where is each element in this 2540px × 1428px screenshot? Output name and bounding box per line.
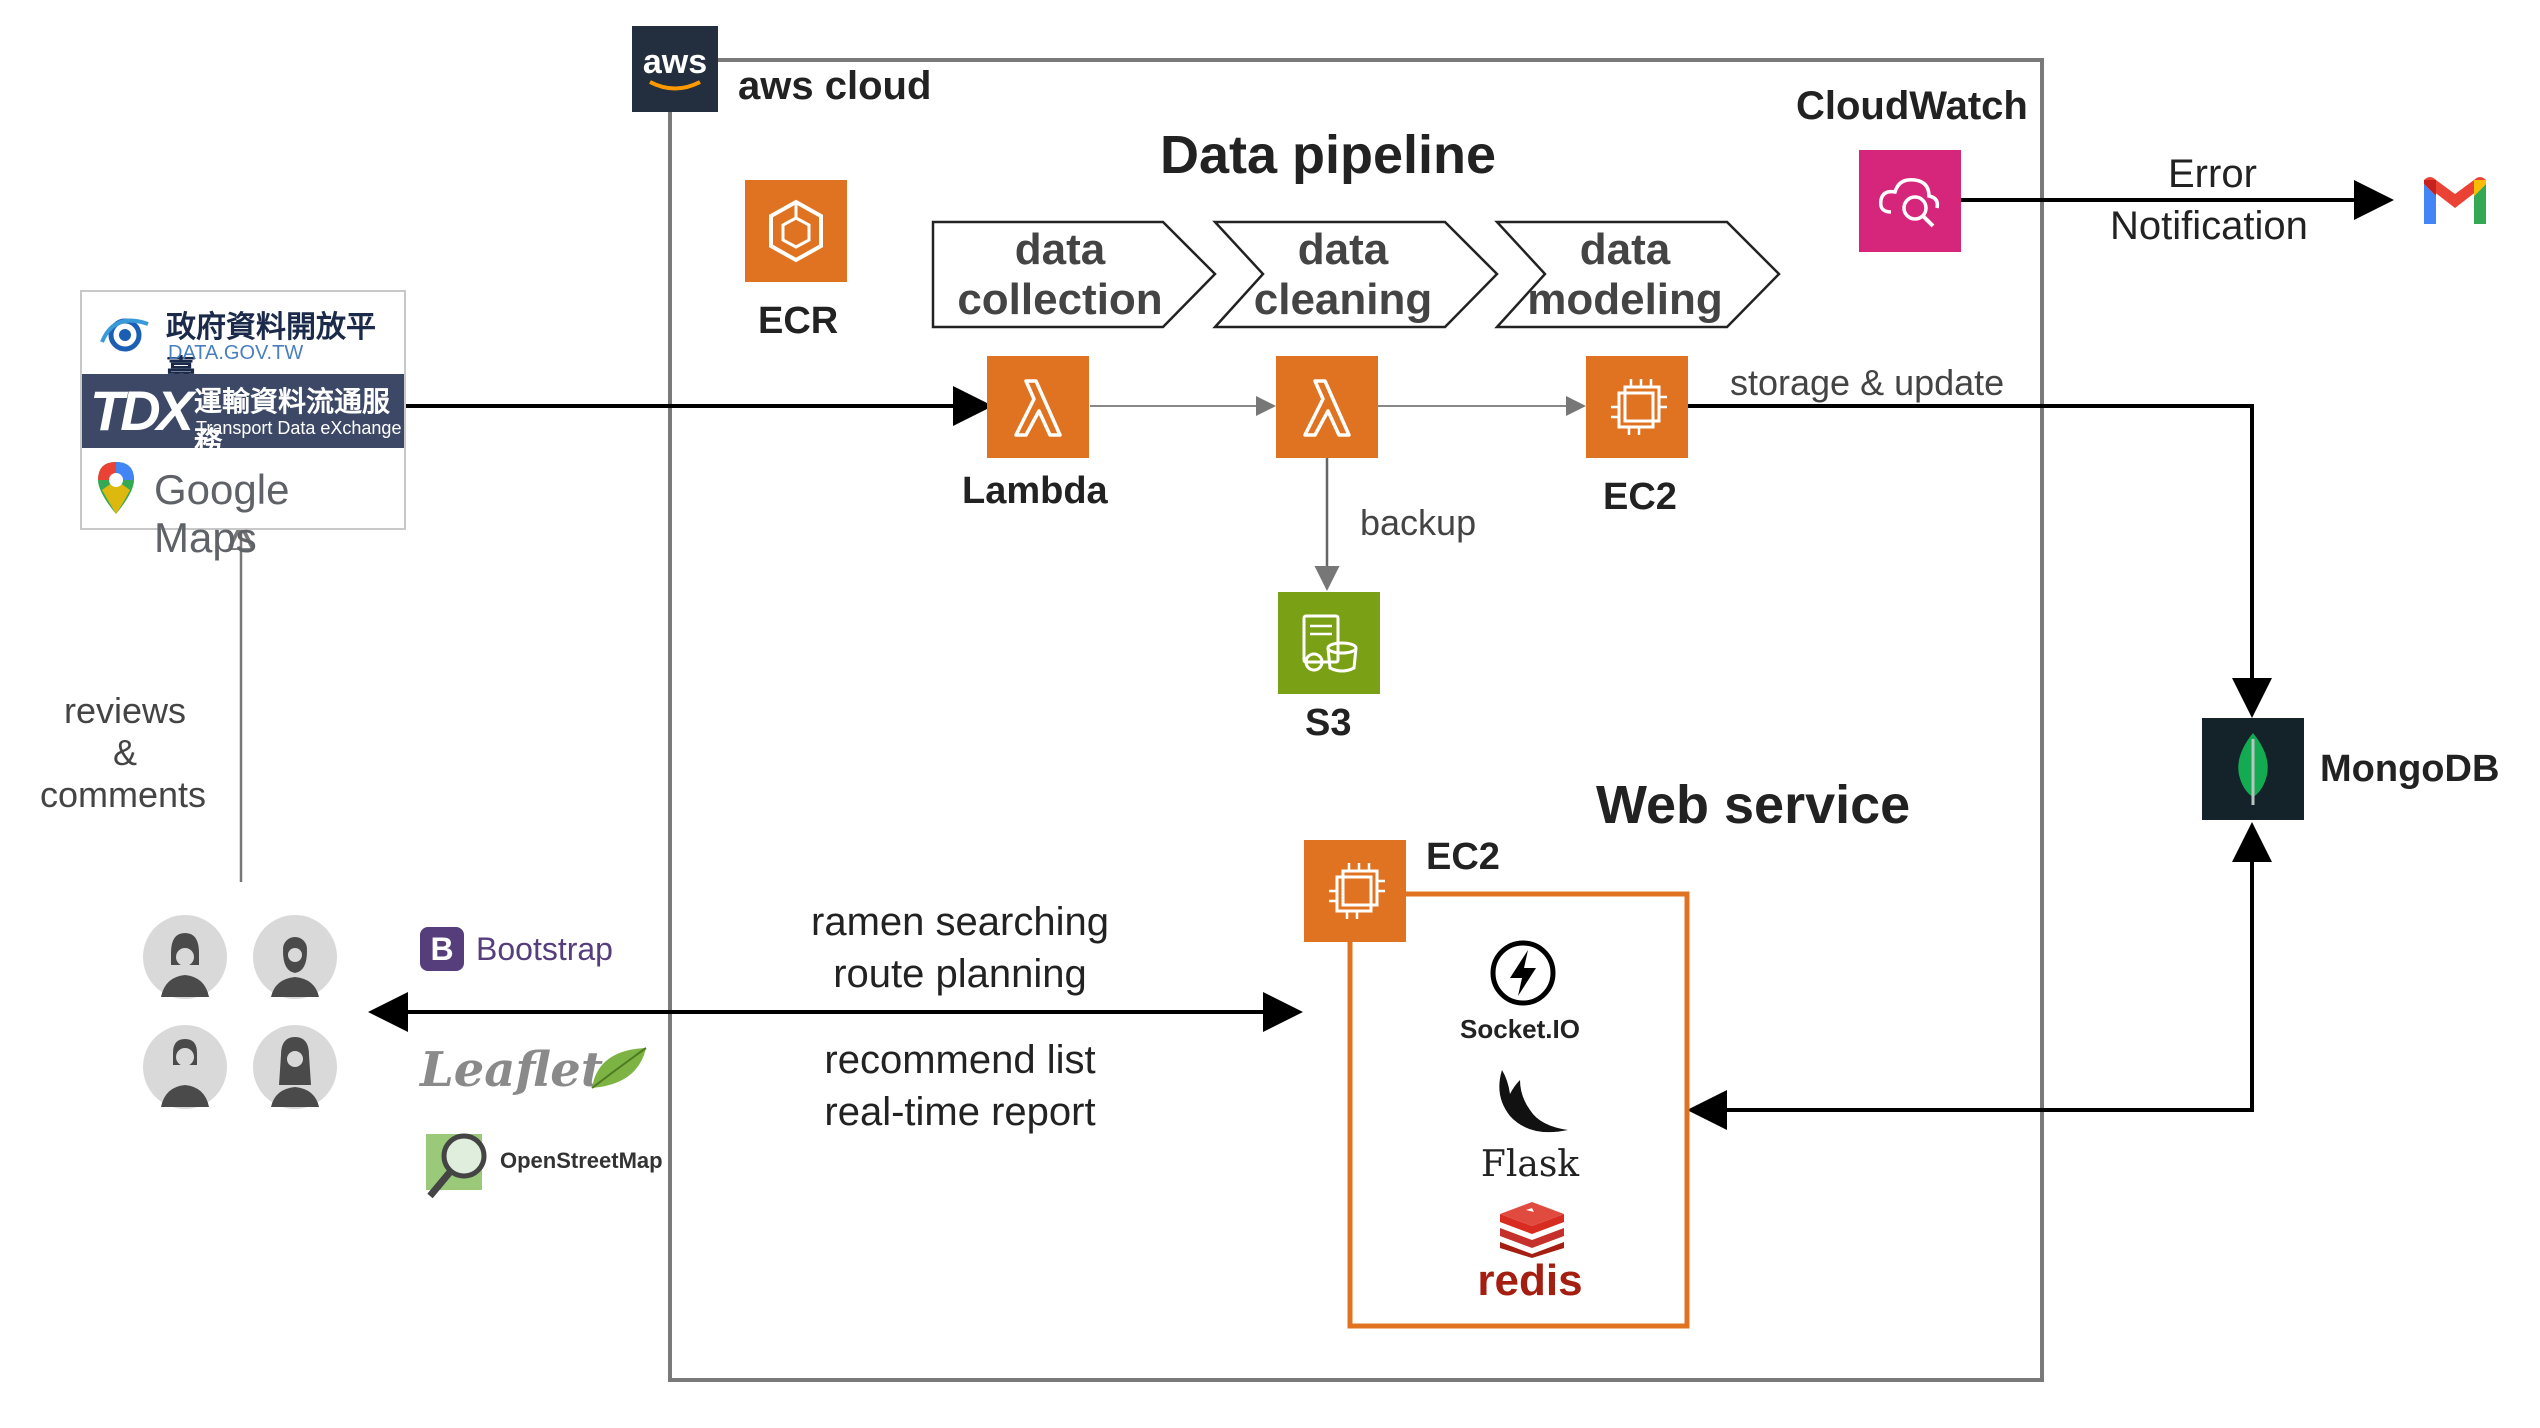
lambda-cleaning-icon [1276,356,1378,458]
mongodb-label: MongoDB [2320,748,2500,790]
web-service-box [1347,891,1690,1329]
ecr-icon [745,180,847,282]
lambda-label: Lambda [962,470,1108,512]
flask-text: Flask [1480,1144,1580,1185]
leaflet-logo: Leaflet [420,1038,660,1108]
lambda-collection-icon [987,356,1089,458]
cloudwatch-label: CloudWatch [1796,84,2028,128]
cloudwatch-icon [1859,150,1961,252]
chevron-data-modeling [1494,220,1781,329]
response-line1: recommend list [824,1038,1096,1082]
reviews-line2: & [112,732,137,773]
stage-label-modeling: data modeling [1527,225,1723,324]
chevron-data-cleaning [1212,220,1499,329]
tdx-en: Transport Data eXchange [196,418,402,438]
data-gov-logo: 政府資料開放平臺 DATA.GOV.TW [90,298,396,389]
google-maps-text: Google Maps [154,466,290,561]
reviews-line1: reviews [63,690,187,731]
chevron-data-collection [931,220,1217,329]
aws-cloud-label: aws cloud [738,64,932,108]
ec2-modeling-icon [1586,356,1688,458]
error-notification-line2: Notification [2110,204,2308,248]
ec2-pipeline-label: EC2 [1603,476,1677,518]
web-service-title: Web service [1596,775,1911,835]
ec2-web-label: EC2 [1426,836,1500,878]
tdx-logo: TDX 運輸資料流通服務 Transport Data eXchange [82,374,404,458]
request-line1: ramen searching [811,900,1109,944]
aws-logo-text: aws [642,43,708,81]
bootstrap-text: Bootstrap [476,931,613,967]
data-gov-cn: 政府資料開放平臺 [166,310,376,389]
s3-icon [1278,592,1380,694]
tdx-mark: TDX [90,379,194,442]
users-group [143,915,343,1115]
mongodb-icon [2202,718,2304,820]
tdx-cn: 運輸資料流通服務 [194,385,391,458]
s3-label: S3 [1305,702,1352,744]
stage-label-collection: data collection [957,225,1163,324]
request-line2: route planning [833,952,1087,996]
leaf-icon [591,1047,647,1089]
pipeline-chevrons [931,220,1781,329]
gmail-icon [2420,174,2490,233]
google-maps-logo: Google Maps [90,454,396,561]
aws-logo: aws [632,26,718,112]
data-pipeline-title: Data pipeline [1160,125,1497,185]
aws-cloud-frame [668,58,2044,1382]
data-sources-panel: 政府資料開放平臺 DATA.GOV.TW TDX 運輸資料流通服務 Transp… [80,290,406,561]
bootstrap-icon: B [420,927,464,971]
arrow-mongodb-to-web [1687,832,2254,1130]
data-gov-en: DATA.GOV.TW [168,342,304,364]
openstreetmap-logo: OpenStreetMap [420,1126,663,1206]
error-notification-line1: Error [2168,152,2257,196]
socketio-text: Socket.IO [1460,1014,1580,1044]
reviews-line3: comments [39,774,207,815]
backup-label: backup [1360,502,1477,543]
flask-icon [1499,1070,1568,1133]
flask-logo: Flask [1460,1066,1600,1186]
osm-magnifier-icon [426,1133,487,1199]
redis-icon [1500,1202,1564,1258]
redis-logo: redis [1460,1200,1600,1310]
stage-label-cleaning: data cleaning [1253,225,1433,324]
storage-update-label: storage & update [1730,362,2005,403]
data-gov-icon [100,318,149,352]
socketio-icon [1490,940,1556,1006]
socketio-logo: Socket.IO [1440,938,1600,1048]
aws-smile-icon [649,80,701,91]
redis-text: redis [1477,1256,1583,1305]
response-line2: real-time report [824,1090,1096,1134]
osm-text: OpenStreetMap [500,1148,663,1173]
map-pin-icon [98,462,134,514]
ecr-label: ECR [758,300,839,342]
arrow-ec2-to-mongodb [1688,404,2272,718]
leaflet-text: Leaflet [420,1042,603,1098]
ec2-web-icon [1304,840,1406,942]
